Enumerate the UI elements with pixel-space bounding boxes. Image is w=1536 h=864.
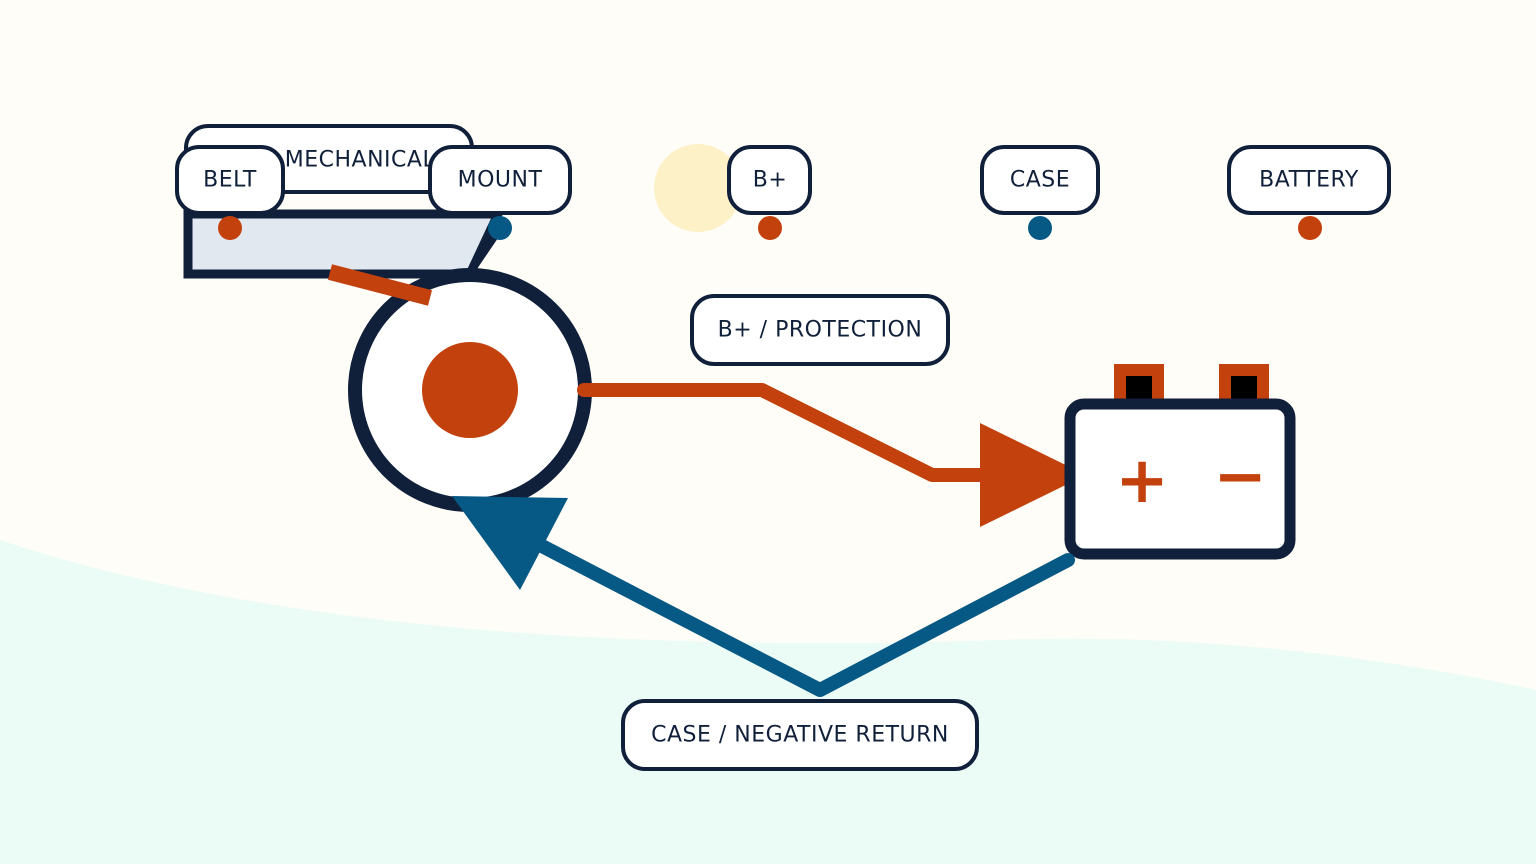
- positive-arrowhead: [980, 423, 1086, 527]
- case-negative-return-label-text: CASE / NEGATIVE RETURN: [651, 723, 949, 748]
- negative-arrowhead: [452, 496, 568, 590]
- belt-label: BELT: [175, 145, 285, 215]
- case-label: CASE: [980, 145, 1100, 215]
- b-plus-label: B+: [727, 145, 812, 215]
- belt-strip: [327, 264, 433, 306]
- negative-return-wire: [452, 496, 1075, 697]
- case-dot: [1028, 216, 1052, 240]
- case-negative-return-label: CASE / NEGATIVE RETURN: [621, 699, 979, 771]
- battery-label: BATTERY: [1227, 145, 1391, 215]
- mechanical-label-text: MECHANICAL: [285, 148, 436, 173]
- b-plus-label-text: B+: [753, 168, 788, 193]
- battery-label-text: BATTERY: [1259, 168, 1359, 193]
- b-plus-dot: [758, 216, 782, 240]
- positive-wire: [577, 383, 1086, 527]
- b-plus-protection-label-text: B+ / PROTECTION: [718, 318, 923, 343]
- case-label-text: CASE: [1010, 168, 1070, 193]
- b-plus-highlight: [654, 144, 742, 232]
- alternator-icon: [348, 268, 592, 512]
- belt-dot: [218, 216, 242, 240]
- battery-dot: [1298, 216, 1322, 240]
- belt-label-text: BELT: [203, 168, 257, 193]
- battery-minus-symbol: −: [1213, 440, 1267, 514]
- battery-icon: + −: [1064, 364, 1296, 560]
- b-plus-protection-label: B+ / PROTECTION: [690, 294, 950, 366]
- mount-dot: [488, 216, 512, 240]
- mount-label: MOUNT: [428, 145, 572, 215]
- battery-plus-symbol: +: [1115, 444, 1169, 518]
- mount-label-text: MOUNT: [458, 168, 543, 193]
